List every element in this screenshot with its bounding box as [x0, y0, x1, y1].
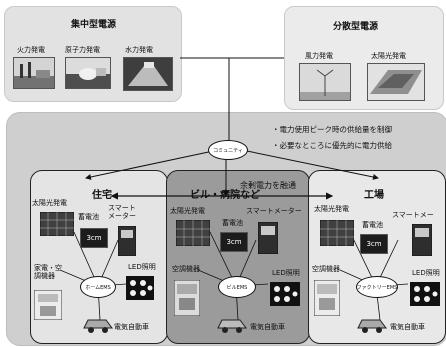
house-appliances-label: 家電・空調機器	[34, 264, 62, 281]
note-peak-control: ・電力使用ピーク時の供給量を制御	[272, 125, 392, 134]
community-hub-ems: コミュニティ	[208, 140, 248, 160]
house-led-label: LED照明	[128, 263, 156, 271]
factory-led-label: LED照明	[412, 269, 440, 277]
hospital-title: ビル・病院など	[190, 190, 260, 201]
hospital-ev-label: 電気自動車	[250, 323, 285, 331]
central-item-label: 原子力発電	[65, 46, 100, 54]
house-solar-label: 太陽光発電	[32, 199, 67, 207]
hospital-air-conditioner-icon	[174, 280, 200, 316]
house-title: 住宅	[92, 190, 112, 201]
hospital-led-icon	[270, 282, 300, 306]
wind-turbine-photo	[299, 63, 351, 101]
hospital-ems-hub: ビルEMS	[218, 276, 256, 298]
factory-battery-icon: 3cm	[360, 234, 388, 254]
hospital-battery-label: 蓄電池	[222, 219, 243, 227]
distributed-item-label: 風力発電	[305, 52, 333, 60]
hospital-solar-label: 太陽光発電	[170, 207, 205, 215]
factory-battery-label: 蓄電池	[362, 221, 383, 229]
central-item-label: 水力発電	[125, 46, 153, 54]
house-battery-icon: 3cm	[80, 228, 108, 248]
factory-title: 工場	[364, 190, 384, 201]
hospital-battery-icon: 3cm	[220, 232, 248, 252]
house-smart-meter-icon	[118, 226, 136, 256]
factory-ev-icon	[357, 319, 387, 333]
central-item-label: 火力発電	[17, 46, 45, 54]
hospital-meter-label: スマートメーター	[246, 207, 302, 215]
house-meter-label: スマートメーター	[108, 204, 136, 221]
house-ems-hub: ホームEMS	[80, 276, 116, 298]
central-power-panel: 集中型電源 火力発電 原子力発電 水力発電	[4, 6, 182, 102]
distributed-power-title: 分散型電源	[333, 22, 379, 32]
thermal-plant-photo	[13, 57, 55, 89]
hospital-appliances-label: 空調機器	[172, 265, 200, 273]
factory-smart-meter-icon	[412, 224, 432, 256]
nuclear-plant-photo	[65, 57, 111, 89]
solar-panel-photo	[367, 63, 425, 101]
house-ev-icon	[83, 319, 113, 333]
distributed-power-panel: 分散型電源 風力発電 太陽光発電	[284, 6, 444, 110]
central-power-title: 集中型電源	[71, 20, 117, 30]
factory-appliances-label: 空調機器	[312, 265, 340, 273]
house-air-conditioner-icon	[34, 290, 62, 320]
hospital-smart-meter-icon	[258, 222, 278, 254]
factory-air-conditioner-icon	[314, 280, 340, 316]
factory-led-icon	[410, 282, 440, 306]
hydro-dam-photo	[123, 57, 173, 91]
house-ev-label: 電気自動車	[114, 323, 149, 331]
house-led-icon	[126, 276, 154, 300]
factory-ev-label: 電気自動車	[390, 323, 425, 331]
house-battery-label: 蓄電池	[78, 213, 99, 221]
hospital-led-label: LED照明	[272, 269, 300, 277]
note-priority-supply: ・必要なところに優先的に電力供給	[272, 141, 392, 150]
distributed-item-label: 太陽光発電	[371, 52, 406, 60]
factory-solar-panel-icon	[320, 220, 354, 246]
factory-solar-label: 太陽光発電	[314, 205, 349, 213]
house-solar-panel-icon	[40, 212, 74, 236]
factory-meter-label: スマートメー	[392, 211, 434, 219]
hospital-ev-icon	[217, 319, 247, 333]
hospital-solar-panel-icon	[176, 220, 210, 246]
factory-ems-hub: ファクトリーEMS	[356, 276, 398, 298]
surplus-exchange-label: 余剰電力を融通	[240, 181, 296, 190]
